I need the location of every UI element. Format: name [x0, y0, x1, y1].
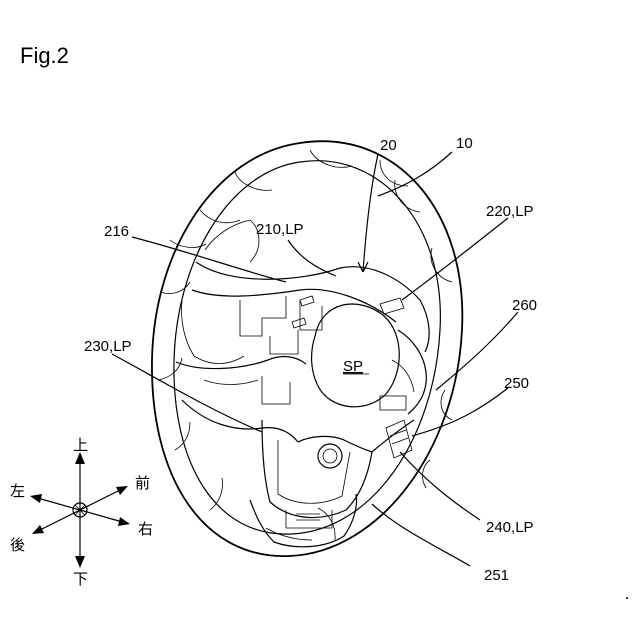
direction-left: 左	[10, 483, 25, 500]
direction-right: 右	[138, 521, 153, 538]
figure-title: Fig.2	[20, 43, 69, 68]
direction-down: 下	[73, 571, 88, 588]
direction-compass: 上 前 左 右 後 下	[10, 437, 153, 588]
label-sp: SP	[343, 358, 363, 375]
label-20: 20	[380, 137, 397, 154]
label-240-lp: 240,LP	[486, 519, 534, 536]
label-250: 250	[504, 375, 529, 392]
direction-front: 前	[135, 475, 150, 492]
label-260: 260	[512, 297, 537, 314]
steering-wheel-drawing	[152, 141, 462, 556]
direction-up: 上	[73, 437, 88, 454]
label-230-lp: 230,LP	[84, 338, 132, 355]
direction-back: 後	[10, 537, 25, 554]
label-210-lp: 210,LP	[256, 221, 304, 238]
label-251: 251	[484, 567, 509, 584]
label-216: 216	[104, 223, 129, 240]
label-10: 10	[456, 135, 473, 152]
label-220-lp: 220,LP	[486, 203, 534, 220]
leader-lines	[112, 152, 518, 566]
stray-dot	[626, 597, 628, 599]
